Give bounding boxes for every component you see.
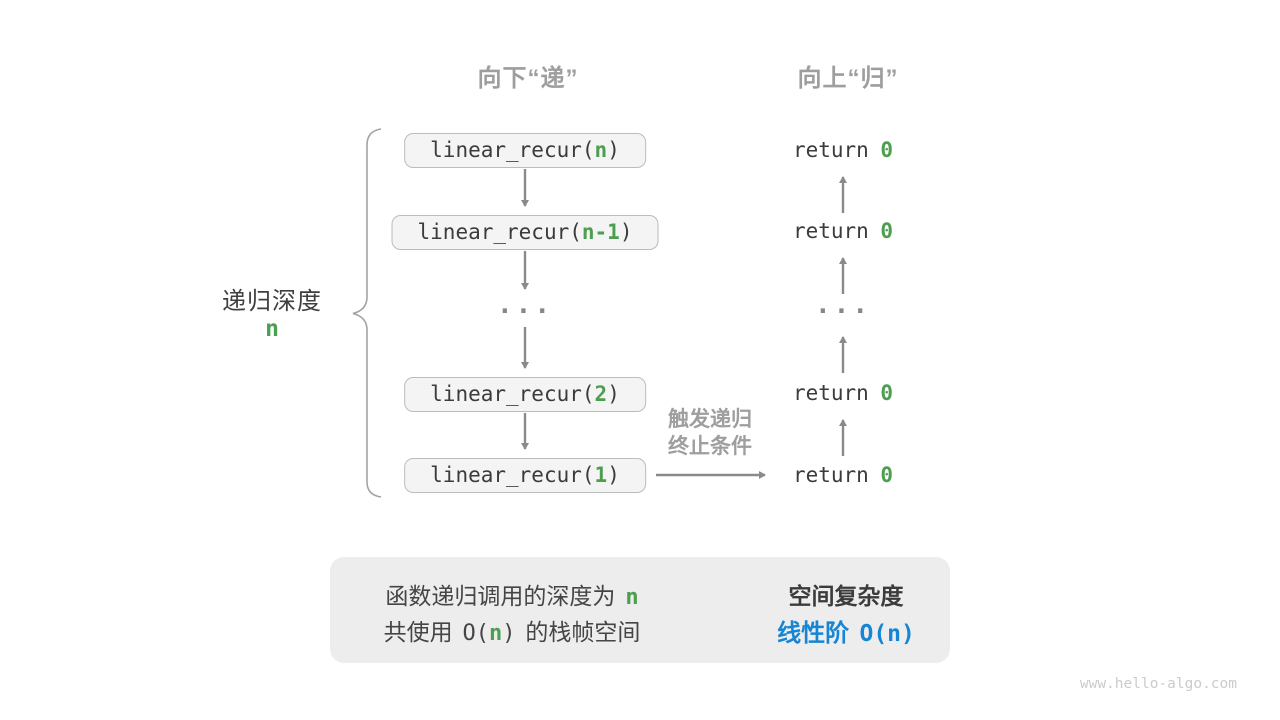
return-statement: return 0 [743,218,943,244]
call-fn-text: linear_recur( [430,463,595,487]
depth-value: n [265,316,279,342]
big-o-open: O( [462,621,490,646]
return-statement: return 0 [743,380,943,406]
space-complexity-title: 空间复杂度 [788,583,904,609]
base-case-note: 触发递归 终止条件 [648,406,772,460]
summary-line1: 函数递归调用的深度为 n [330,577,694,611]
call-arg: n-1 [581,220,620,244]
depth-label: 递归深度 [222,288,322,315]
stack-ellipsis: ... [497,290,553,320]
call-fn-text: linear_recur( [430,138,595,162]
return-statement: return 0 [743,137,943,163]
summary-line2-pre: 共使用 [383,619,453,645]
return-value: 0 [880,381,894,405]
return-keyword: return [792,463,869,487]
call-arg: 2 [594,382,608,406]
call-arg: 1 [594,463,608,487]
return-value: 0 [880,219,894,243]
return-value: 0 [880,138,894,162]
call-fn-text: linear_recur( [417,220,582,244]
return-keyword: return [792,219,869,243]
return-keyword: return [792,381,869,405]
space-complexity-notation: O(n) [859,621,915,647]
base-case-note-line1: 触发递归 [668,408,752,431]
summary-line2-post: 的栈帧空间 [525,619,641,645]
call-fn-text: linear_recur( [430,382,595,406]
summary-line1-value: n [625,585,639,610]
call-box-n: linear_recur(n) [404,133,646,168]
summary-line2-value: n [489,621,503,646]
call-box-1: linear_recur(1) [404,458,646,493]
summary-line1-text: 函数递归调用的深度为 [385,583,616,609]
call-box-n-1: linear_recur(n-1) [391,215,659,250]
call-fn-text: ) [607,382,620,406]
space-complexity-class: 线性阶 [777,620,850,647]
call-fn-text: ) [607,463,620,487]
site-watermark: www.hello-algo.com [1079,676,1237,692]
header-descend-phase: 向下“递” [477,65,579,92]
return-keyword: return [792,138,869,162]
return-statement: return 0 [743,462,943,488]
return-value: 0 [880,463,894,487]
call-arg: n [594,138,608,162]
header-ascend-phase: 向上“归” [797,65,899,92]
big-o-close: ) [502,621,516,646]
call-box-2: linear_recur(2) [404,377,646,412]
returns-ellipsis: ... [815,290,871,320]
summary-line2: 共使用 O(n) 的栈帧空间 [330,613,694,647]
call-fn-text: ) [607,138,620,162]
base-case-note-line2: 终止条件 [668,435,752,458]
summary-panel [330,557,950,663]
call-fn-text: ) [619,220,633,244]
space-complexity-result: 线性阶 O(n) [742,613,950,648]
